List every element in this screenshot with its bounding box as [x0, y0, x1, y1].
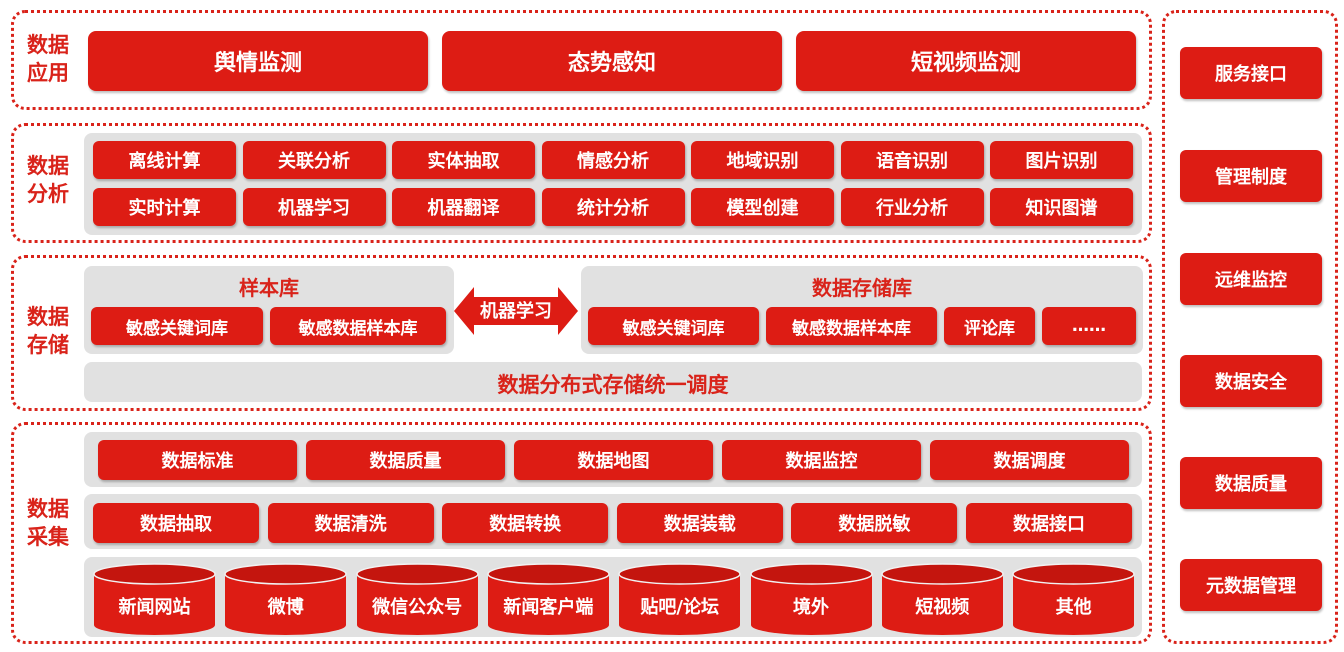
label-line: 数据 — [27, 497, 69, 521]
database-icon — [618, 563, 741, 635]
label-line: 应用 — [27, 61, 69, 85]
collection-item[interactable]: 数据抽取 — [93, 503, 259, 543]
collection-row2-panel — [84, 494, 1142, 549]
analysis-item[interactable]: 语音识别 — [840, 141, 984, 179]
layer-label-application: 数据 应用 — [20, 31, 76, 87]
side-item[interactable]: 元数据管理 — [1180, 559, 1322, 611]
collection-item[interactable]: 数据监控 — [722, 440, 921, 480]
source-label: 微博 — [267, 597, 304, 618]
collection-item[interactable]: 数据装载 — [616, 503, 783, 543]
source-database[interactable]: 其他 — [1012, 563, 1135, 637]
label-line: 数据 — [27, 33, 69, 57]
sample-lib-item-samples[interactable]: 敏感数据样本库 — [270, 307, 446, 345]
analysis-item[interactable]: 统计分析 — [541, 188, 685, 226]
source-database[interactable]: 新闻客户端 — [487, 563, 610, 637]
source-database[interactable]: 微信公众号 — [355, 563, 479, 637]
collection-item[interactable]: 数据清洗 — [267, 503, 434, 543]
layer-label-storage: 数据 存储 — [20, 303, 76, 359]
collection-item[interactable]: 数据接口 — [966, 503, 1132, 543]
data-lib-item-keywords[interactable]: 敏感关键词库 — [588, 307, 759, 345]
analysis-item[interactable]: 关联分析 — [242, 141, 386, 179]
layer-label-collection: 数据 采集 — [20, 495, 76, 551]
layer-data-application — [11, 10, 1152, 110]
side-item[interactable]: 数据安全 — [1180, 355, 1322, 407]
source-label: 微信公众号 — [372, 597, 463, 618]
side-item[interactable]: 远维监控 — [1180, 253, 1322, 305]
collection-item[interactable]: 数据脱敏 — [791, 503, 958, 543]
data-lib-title: 数据存储库 — [812, 276, 912, 300]
source-database[interactable]: 微博 — [224, 563, 348, 637]
collection-item[interactable]: 数据标准 — [98, 440, 297, 480]
source-database[interactable]: 短视频 — [881, 563, 1004, 637]
database-icon — [224, 563, 348, 635]
double-arrow-icon — [454, 287, 578, 335]
sample-lib-item-keywords[interactable]: 敏感关键词库 — [91, 307, 263, 345]
app-item-short-video[interactable]: 短视频监测 — [796, 31, 1136, 91]
storage-scheduling-text: 数据分布式存储统一调度 — [497, 373, 729, 397]
label-line: 存储 — [27, 333, 69, 357]
database-icon — [93, 563, 216, 635]
analysis-item[interactable]: 机器翻译 — [392, 188, 535, 226]
source-label: 新闻网站 — [118, 597, 191, 618]
database-icon — [881, 563, 1004, 635]
database-icon — [1012, 563, 1135, 635]
machine-learning-arrow: 机器学习 — [452, 283, 580, 339]
label-line: 采集 — [27, 525, 69, 549]
data-lib-item-comments[interactable]: 评论库 — [944, 307, 1035, 345]
analysis-item[interactable]: 实时计算 — [93, 188, 236, 226]
source-database[interactable]: 新闻网站 — [93, 563, 216, 637]
analysis-item[interactable]: 地域识别 — [691, 141, 834, 179]
database-icon — [487, 563, 610, 635]
analysis-item[interactable]: 离线计算 — [93, 141, 236, 179]
app-item-public-opinion[interactable]: 舆情监测 — [88, 31, 428, 91]
database-icon — [749, 563, 873, 635]
source-label: 短视频 — [915, 597, 970, 618]
label-line: 数据 — [27, 154, 69, 178]
side-column — [1162, 10, 1338, 644]
analysis-item[interactable]: 图片识别 — [990, 141, 1133, 179]
collection-item[interactable]: 数据转换 — [442, 503, 609, 543]
data-lib-item-samples[interactable]: 敏感数据样本库 — [766, 307, 937, 345]
source-database[interactable]: 贴吧/论坛 — [618, 563, 741, 637]
source-label: 境外 — [793, 597, 829, 618]
collection-item[interactable]: 数据地图 — [514, 440, 713, 480]
side-item[interactable]: 管理制度 — [1180, 150, 1322, 202]
label-line: 数据 — [27, 305, 69, 329]
collection-item[interactable]: 数据质量 — [306, 440, 505, 480]
collection-item[interactable]: 数据调度 — [930, 440, 1129, 480]
data-lib-item-more[interactable]: …… — [1042, 307, 1136, 345]
side-item[interactable]: 服务接口 — [1180, 47, 1322, 99]
label-line: 分析 — [27, 182, 69, 206]
source-label: 贴吧/论坛 — [640, 597, 719, 618]
analysis-item[interactable]: 情感分析 — [541, 141, 685, 179]
analysis-item[interactable]: 实体抽取 — [392, 141, 535, 179]
source-database[interactable]: 境外 — [749, 563, 873, 637]
side-item[interactable]: 数据质量 — [1180, 457, 1322, 509]
arrow-label: 机器学习 — [480, 301, 552, 322]
storage-scheduling-panel — [84, 362, 1142, 402]
analysis-item[interactable]: 模型创建 — [691, 188, 834, 226]
layer-data-analysis — [11, 123, 1152, 243]
layer-data-storage — [11, 255, 1152, 411]
sample-lib-title: 样本库 — [239, 276, 299, 300]
layer-label-analysis: 数据 分析 — [20, 152, 76, 208]
analysis-item[interactable]: 知识图谱 — [990, 188, 1133, 226]
app-item-situation-awareness[interactable]: 态势感知 — [442, 31, 782, 91]
source-label: 新闻客户端 — [503, 597, 594, 618]
layer-data-collection — [11, 422, 1152, 644]
analysis-item[interactable]: 行业分析 — [840, 188, 984, 226]
database-icon — [355, 563, 479, 635]
source-label: 其他 — [1055, 597, 1092, 618]
analysis-item[interactable]: 机器学习 — [242, 188, 386, 226]
